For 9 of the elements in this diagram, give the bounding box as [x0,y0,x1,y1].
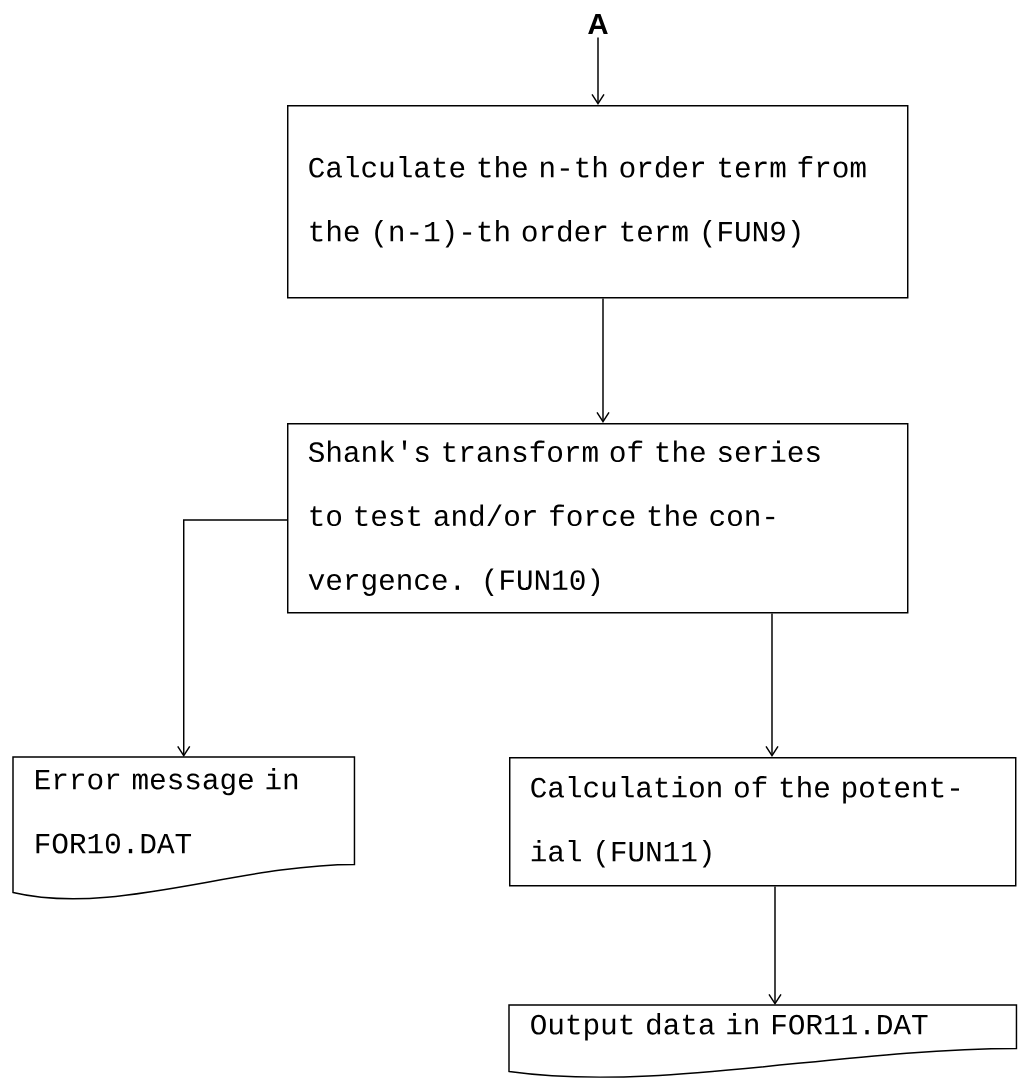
arrow [177,519,288,757]
arrow [591,36,605,105]
process-box: Calculate the n-th order term from the (n-1)-th order term (FUN9) [287,105,909,299]
start-label: A [588,13,608,35]
process-box: Calculation of the potent- ial (FUN11) [509,757,1017,887]
arrow [768,885,782,1005]
arrow [596,297,610,423]
arrow [765,612,779,757]
process-box: Shank's transform of the series to test and/or force the con- vergence. (FUN10) [287,423,909,614]
